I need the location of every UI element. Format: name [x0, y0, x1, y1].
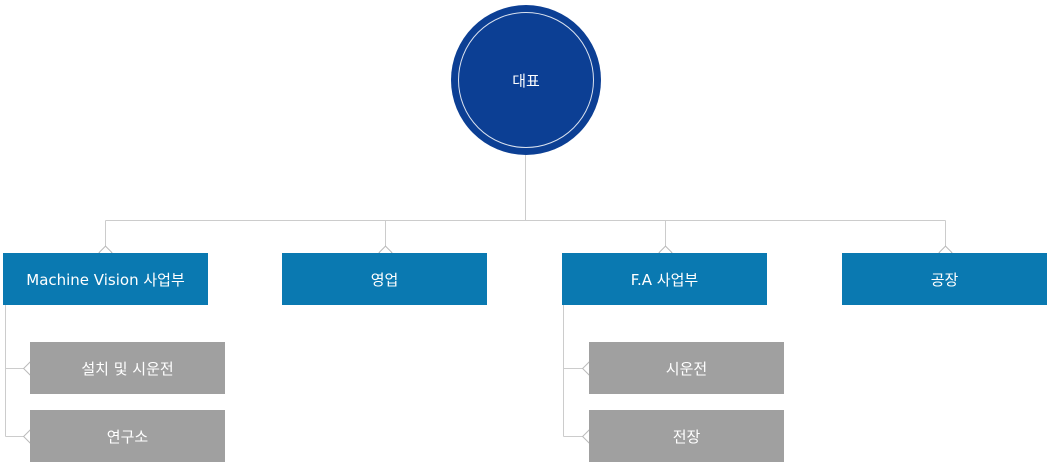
sub-install-trial-label: 설치 및 시운전 [81, 359, 174, 378]
sub-trial-run-label: 시운전 [665, 359, 708, 378]
sub-trial-run: 시운전 [589, 342, 784, 394]
ceo-node-ring: 대표 [458, 12, 594, 148]
dept-sales: 영업 [282, 253, 487, 305]
dept-machine-vision: Machine Vision 사업부 [3, 253, 208, 305]
sub-electrical: 전장 [589, 410, 784, 462]
sub-research-lab-label: 연구소 [106, 427, 149, 446]
ceo-label: 대표 [512, 71, 540, 90]
dept-fa-label: F.A 사업부 [630, 270, 699, 289]
dept-factory: 공장 [842, 253, 1047, 305]
ceo-node: 대표 [451, 5, 601, 155]
dept-factory-label: 공장 [930, 270, 959, 289]
sub-research-lab: 연구소 [30, 410, 225, 462]
dept-fa: F.A 사업부 [562, 253, 767, 305]
dept-sales-label: 영업 [370, 270, 399, 289]
sub-install-trial: 설치 및 시운전 [30, 342, 225, 394]
sub-electrical-label: 전장 [672, 427, 701, 446]
dept-machine-vision-label: Machine Vision 사업부 [26, 270, 185, 289]
